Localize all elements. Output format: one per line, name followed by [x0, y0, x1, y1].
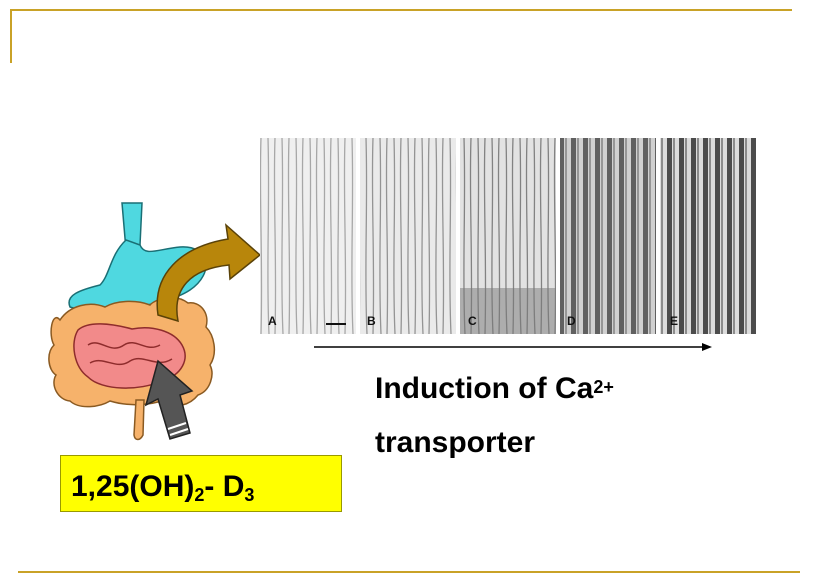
- panel-label-c: C: [468, 314, 477, 328]
- bottom-rule: [18, 571, 800, 573]
- progression-arrow: [314, 343, 712, 351]
- caption-line-2: transporter: [375, 426, 536, 459]
- vitamin-part-1: 1,25(OH): [71, 470, 195, 503]
- panel-label-d: D: [567, 314, 576, 328]
- caption-line-1-text: Induction of Ca: [375, 372, 594, 405]
- vitamin-part-2: - D: [204, 470, 245, 503]
- digestive-tract-illustration: [48, 202, 262, 441]
- panel-label-e: E: [670, 314, 679, 328]
- panel-label-b: B: [367, 314, 376, 328]
- vitamin-subscript-2: 3: [244, 485, 255, 505]
- vitamin-d3-label: 1,25(OH)2- D3: [60, 455, 342, 512]
- vitamin-subscript-1: 2: [194, 485, 205, 505]
- left-rule: [10, 9, 12, 63]
- micrograph-series: [260, 138, 756, 334]
- top-rule: [10, 9, 792, 11]
- panel-label-a: A: [268, 314, 277, 328]
- caption-line-1: Induction of Ca2+: [375, 362, 735, 416]
- calcium-charge: 2+: [593, 377, 614, 397]
- scale-bar: [326, 323, 346, 325]
- induction-caption: Induction of Ca2+ transporter: [375, 362, 735, 470]
